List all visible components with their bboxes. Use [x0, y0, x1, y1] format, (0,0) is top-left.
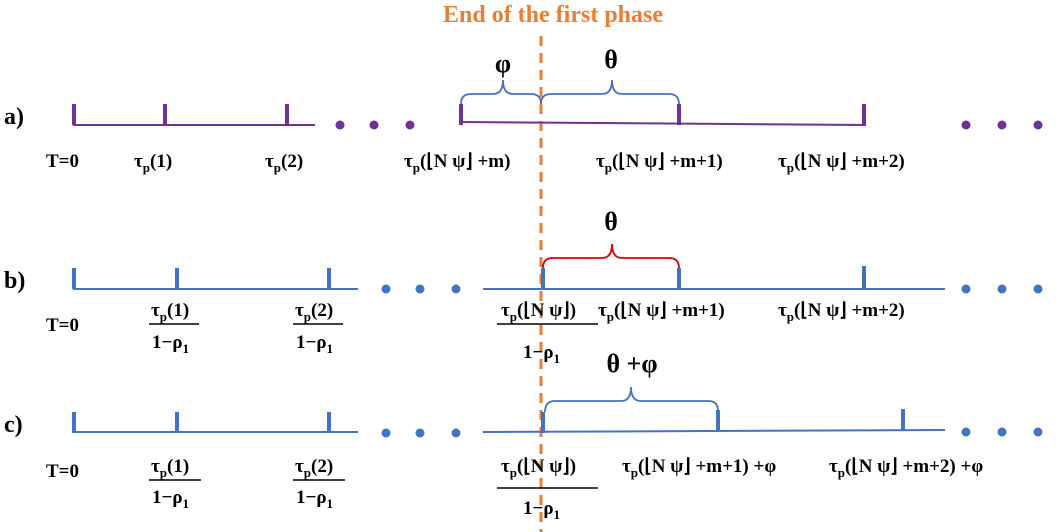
row-c-tick-1: [175, 412, 179, 433]
row-a-tick-label: τp(⌊N ψ⌋ +m+1): [596, 151, 723, 175]
row-c-label: c): [4, 412, 23, 438]
row-a-ellipsis-dot: [405, 120, 415, 130]
row-b-tick-label: τp(⌊N ψ⌋ +m+1): [598, 300, 725, 324]
row-a-ellipsis-dot: [369, 120, 379, 130]
row-b: b) θ T=0 τp(1) 1−ρ1 τp(2) 1−ρ1 τp(⌊N ψ⌋): [4, 207, 1043, 366]
row-a-tick-label: τp(⌊N ψ⌋ +m+2): [778, 151, 905, 175]
row-c-t0-label: T=0: [46, 461, 79, 482]
row-b-ellipsis-dot: [415, 284, 425, 294]
row-b-tick-5: [862, 266, 866, 289]
row-b-tick-0: [72, 268, 76, 289]
svg-text:τp(1): τp(1): [151, 456, 189, 480]
row-b-tick-1: [175, 268, 179, 289]
svg-text:1−ρ1: 1−ρ1: [523, 498, 560, 522]
row-c-tick-5: [901, 409, 905, 431]
row-c-ellipsis-dot: [381, 428, 391, 438]
row-a: a) φ θ T=0 τp(1) τp(2) τp(⌊N ψ⌋ +m) τp(⌊…: [4, 45, 1043, 175]
row-c-fraction-label: τp(1) 1−ρ1: [149, 456, 201, 511]
row-a-axis-right: [460, 121, 867, 126]
row-c-tick-3: [541, 412, 545, 433]
row-c-axis-right: [482, 429, 946, 433]
svg-text:τp(2): τp(2): [295, 456, 333, 480]
row-c-tick-0: [72, 412, 76, 433]
row-c: c) θ +φ T=0 τp(1) 1−ρ1 τp(2) 1−ρ1 τp(⌊N …: [4, 349, 1043, 522]
row-c-tick-label: τp(⌊N ψ⌋ +m+1) +φ: [622, 456, 776, 480]
row-c-ellipsis-dot: [961, 427, 971, 437]
row-b-ellipsis-dot: [381, 284, 391, 294]
row-b-fraction-label: τp(2) 1−ρ1: [293, 300, 343, 356]
row-b-tick-3: [541, 268, 545, 289]
row-a-tick-label: τp(2): [265, 151, 303, 175]
svg-text:τp(2): τp(2): [295, 300, 333, 324]
row-c-ellipsis-dot: [1033, 427, 1043, 437]
row-a-tick-label: τp(1): [134, 151, 172, 175]
row-a-tick-1: [163, 104, 167, 125]
row-b-ellipsis-dot: [961, 284, 971, 294]
row-a-ellipsis-dot: [961, 120, 971, 130]
row-c-ellipsis-dot: [997, 427, 1007, 437]
row-b-tick-2: [327, 268, 331, 289]
row-a-ellipsis-dot: [1033, 120, 1043, 130]
row-c-ellipsis-dot: [415, 428, 425, 438]
row-c-fraction-label: τp(⌊N ψ⌋) 1−ρ1: [497, 456, 598, 522]
row-c-brace-label-theta-phi: θ +φ: [606, 349, 657, 378]
row-c-tick-label: τp(⌊N ψ⌋ +m+2) +φ: [829, 456, 983, 480]
svg-text:τp(⌊N ψ⌋): τp(⌊N ψ⌋): [501, 456, 576, 480]
svg-text:1−ρ1: 1−ρ1: [296, 332, 333, 356]
row-b-ellipsis-dot: [1033, 284, 1043, 294]
row-a-t0-label: T=0: [46, 151, 79, 172]
row-b-ellipsis-dot: [451, 284, 461, 294]
phase-title: End of the first phase: [443, 2, 663, 28]
row-a-label: a): [4, 104, 24, 130]
row-b-label: b): [4, 268, 25, 294]
svg-text:τp(1): τp(1): [151, 300, 189, 324]
row-b-fraction-label: τp(⌊N ψ⌋) 1−ρ1: [497, 300, 598, 366]
svg-text:1−ρ1: 1−ρ1: [296, 487, 333, 511]
row-a-ellipsis-dot: [335, 120, 345, 130]
row-c-brace-theta-phi: [544, 386, 719, 413]
svg-text:τp(⌊N ψ⌋): τp(⌊N ψ⌋): [501, 300, 576, 324]
row-b-ellipsis-dot: [997, 284, 1007, 294]
row-a-ellipsis-dot: [997, 120, 1007, 130]
row-a-tick-4: [677, 104, 681, 125]
row-b-brace-label-theta: θ: [604, 207, 618, 236]
svg-text:1−ρ1: 1−ρ1: [152, 487, 189, 511]
row-b-tick-4: [677, 268, 681, 289]
row-c-ellipsis-dot: [451, 428, 461, 438]
row-b-t0-label: T=0: [46, 315, 79, 336]
row-c-tick-2: [327, 412, 331, 433]
row-c-tick-4: [716, 410, 720, 432]
row-b-fraction-label: τp(1) 1−ρ1: [149, 300, 199, 356]
row-a-tick-0: [72, 104, 76, 125]
row-b-tick-label: τp(⌊N ψ⌋ +m+2): [778, 300, 905, 324]
row-a-tick-label: τp(⌊N ψ⌋ +m): [404, 151, 510, 175]
row-b-brace-theta: [542, 243, 680, 269]
svg-text:1−ρ1: 1−ρ1: [523, 342, 560, 366]
row-a-brace-phi: [460, 79, 542, 105]
row-a-tick-5: [862, 104, 866, 125]
svg-text:1−ρ1: 1−ρ1: [152, 332, 189, 356]
row-a-brace-label-phi: φ: [495, 49, 511, 78]
row-a-tick-3: [459, 104, 463, 125]
row-a-brace-label-theta: θ: [604, 45, 618, 74]
row-a-brace-theta: [540, 79, 680, 105]
row-c-fraction-label: τp(2) 1−ρ1: [293, 456, 345, 511]
row-a-tick-2: [285, 104, 289, 125]
